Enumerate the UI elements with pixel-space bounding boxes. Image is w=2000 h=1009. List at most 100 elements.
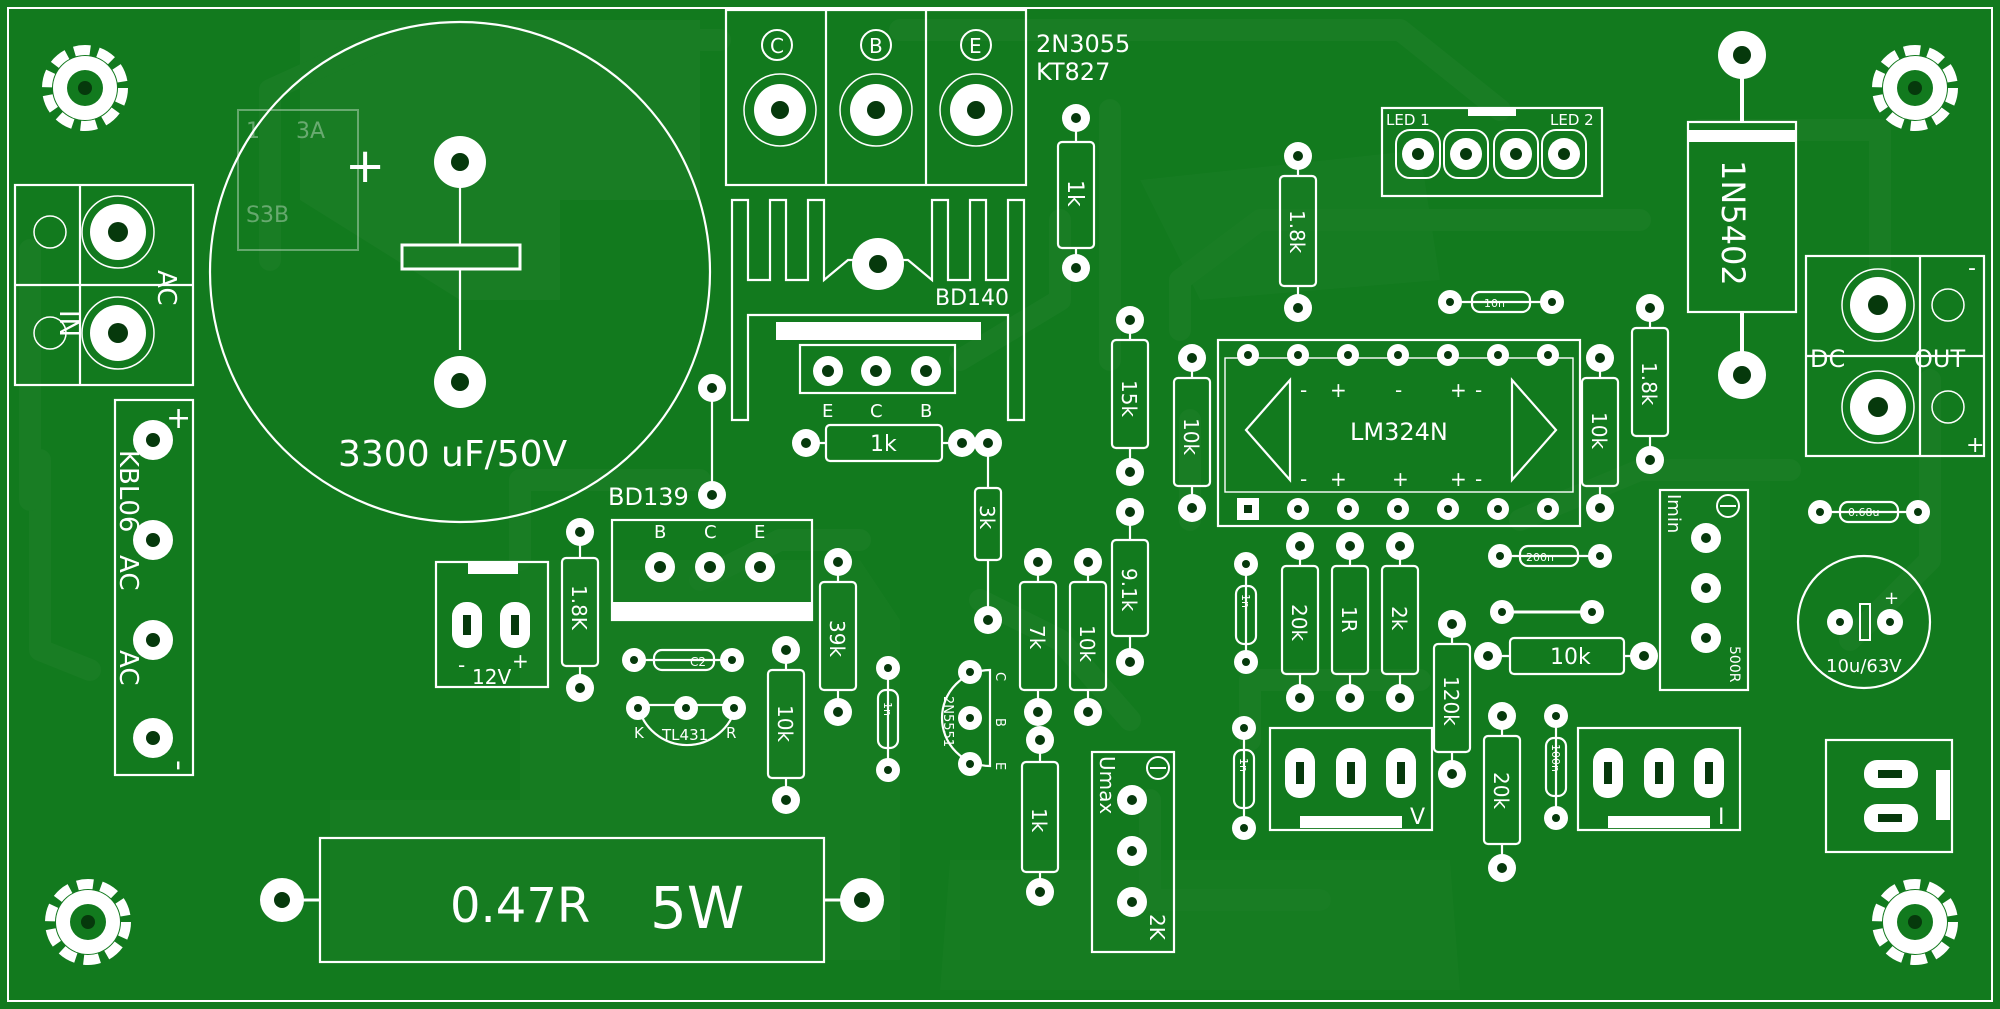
diode-1n5402: 1N5402 [1686, 31, 1798, 399]
dc-label: DC [1810, 345, 1845, 373]
ic-pins-top [1237, 344, 1559, 366]
fuse-ghost: 1 3A S3B [237, 109, 359, 251]
tl431-k-label: K [634, 724, 645, 742]
pot-imin: Imin 500R [1658, 488, 1750, 692]
led-connector: LED 1 LED 2 [1380, 106, 1604, 198]
resistor-1-8k-right: 1.8k [1630, 294, 1670, 474]
imin-label: Imin [1663, 494, 1684, 533]
fuse-ghost-label-3: S3B [246, 203, 289, 228]
r-1-8k-right-label: 1.8k [1637, 362, 1661, 406]
svg-text:+: + [1330, 467, 1347, 491]
capacitor-10u: + 10u/63V [1796, 554, 1932, 690]
resistor-3k: 3k [973, 429, 1003, 634]
trimmer-v: V [1268, 726, 1434, 832]
ic-lm324n: - + - + - - + + + - LM324N [1216, 338, 1582, 528]
mounting-hole-bl [45, 879, 131, 965]
resistor-10k-d: 10k [1580, 344, 1620, 522]
r-1k-top-label: 1k [1062, 180, 1087, 207]
dc-plus-label: + [1966, 433, 1984, 458]
mounting-hole-tl [42, 45, 128, 131]
r-2k-label: 2k [1387, 606, 1411, 631]
resistor-10k-b: 10k [1068, 548, 1108, 726]
resistor-15k: 15k [1110, 306, 1150, 486]
capacitor-small-top: 10n [1438, 290, 1564, 314]
bridge-rectifier: KBL06 AC AC + - [113, 398, 197, 777]
resistor-1-8k-top: 1.8k [1278, 142, 1318, 322]
pot-umax: Umax 2K [1090, 750, 1176, 954]
umax-label: Umax [1095, 756, 1119, 814]
connector-2pin-right [1824, 738, 1954, 854]
diode-label: 1N5402 [1714, 160, 1752, 286]
ac-input-terminal: IN AC [13, 183, 195, 387]
svg-text:-: - [1395, 378, 1402, 402]
r-15k-label: 15k [1117, 380, 1141, 417]
resistor-1k-bottom: 1k [1020, 726, 1060, 906]
resistor-1k-bd140: 1k [792, 423, 976, 463]
capacitor-c5: 1n [1234, 552, 1258, 674]
bd139-pin-e: E [754, 522, 765, 543]
imin-value: 500R [1726, 646, 1742, 683]
cap-out-plus: + [1884, 588, 1899, 609]
in-label: IN [53, 310, 83, 337]
led1-label: LED 1 [1386, 111, 1430, 129]
board-outline [7, 7, 1993, 1002]
main-capacitor: + 3300 uF/50V [208, 20, 712, 524]
ic-label: LM324N [1350, 418, 1448, 446]
ic-pins-bottom [1237, 498, 1559, 520]
bd139-label: BD139 [608, 483, 689, 511]
dc-out-terminal: DC OUT - + [1804, 254, 1986, 458]
r-9-1k-label: 9.1k [1117, 568, 1141, 612]
fuse-ghost-label-2: 3A [296, 119, 325, 144]
r-120k-label: 120k [1439, 676, 1463, 726]
reg-12v-label: 12V [472, 665, 511, 689]
tl431-r-label: R [726, 724, 736, 742]
r-20k-a-label: 20k [1287, 604, 1311, 641]
cap-c5-label: 1n [1239, 594, 1252, 608]
cap-small-1-label: 1n [881, 702, 894, 716]
q-e-label: E [992, 762, 1007, 770]
main-transistor-terminal: C B E 2N3055 KT827 [724, 8, 1130, 187]
q-b-label: B [992, 718, 1007, 727]
pin-c-label: C [770, 34, 784, 58]
bridge-minus-label: - [162, 760, 197, 771]
resistor-10k-c: 10k [1172, 344, 1212, 522]
tl431: K TL431 R [626, 696, 746, 747]
out-label: OUT [1914, 345, 1965, 373]
r-7k-label: 7k [1025, 625, 1049, 650]
svg-text:+: + [1450, 378, 1467, 402]
mounting-hole-tr [1872, 45, 1958, 131]
reg-plus-label: + [512, 649, 529, 673]
svg-text:+: + [1392, 467, 1409, 491]
resistor-1k-top: 1k [1056, 104, 1096, 282]
bd140-pin-c: C [870, 401, 883, 422]
trimmer-i: I [1576, 726, 1742, 832]
r-3k-label: 3k [975, 505, 999, 530]
capacitor-0-68u: 0.68u [1808, 500, 1930, 524]
power-resistor: 0.47R 5W [260, 836, 884, 964]
r-1k-bd140-label: 1k [870, 432, 897, 457]
cap-c9-label: 100n [1549, 744, 1562, 772]
mounting-hole-br [1872, 879, 1958, 965]
bridge-plus-label: + [166, 401, 191, 436]
resistor-20k-b: 20k [1482, 702, 1522, 882]
c2-label: C2 [690, 655, 706, 669]
cap-c8-label: 1n [1237, 758, 1250, 772]
r-1k-bottom-label: 1k [1027, 808, 1051, 833]
resistor-39k: 39k [818, 548, 858, 726]
capacitor-200n: 200n [1488, 544, 1612, 568]
dc-minus-label: - [1968, 256, 1976, 281]
resistor-10k-e: 10k [1474, 636, 1658, 676]
svg-text:-: - [1475, 378, 1482, 402]
resistor-7k: 7k [1018, 548, 1058, 726]
cap-200n-label: 200n [1526, 551, 1554, 564]
bd140-pin-b: B [920, 401, 932, 422]
bd139: B C E BD139 [608, 374, 814, 622]
resistor-20k-a: 20k [1280, 532, 1320, 712]
pin-e-label: E [969, 34, 982, 58]
svg-text:-: - [1300, 467, 1307, 491]
capacitor-c9: 100n [1544, 704, 1568, 830]
q-2n5551-label: 2N5551 [940, 696, 955, 747]
bd139-pin-b: B [654, 522, 666, 543]
connector-12v: - + 12V [434, 560, 550, 689]
